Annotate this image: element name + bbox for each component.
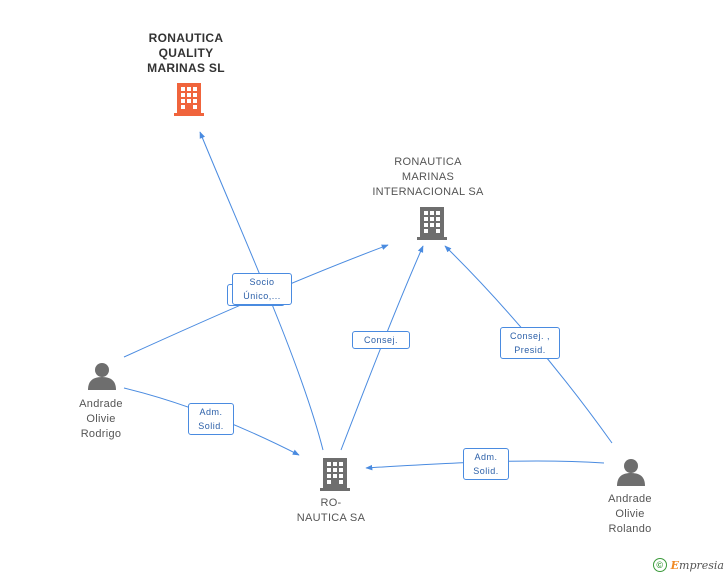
node-label-ronautica-internacional[interactable]: RONAUTICA MARINAS INTERNACIONAL SA (372, 156, 484, 198)
node-label-ronautica-quality[interactable]: RONAUTICA QUALITY MARINAS SL (147, 31, 225, 75)
node-label-ronautica-sa[interactable]: RO- NAUTICA SA (296, 497, 366, 524)
building-icon[interactable] (417, 207, 447, 240)
footer-brand: © Empresia (652, 558, 724, 572)
node-label-andrade-rolando[interactable]: Andrade Olivie Rolando (608, 493, 652, 535)
person-icon[interactable] (617, 459, 645, 486)
edge-label-consej-presid[interactable]: Consej. , Presid. (500, 327, 560, 359)
edge-label-socio-unico[interactable]: Socio Único,... (232, 273, 292, 305)
edge-label-adm-solid-rolando[interactable]: Adm. Solid. (463, 448, 509, 480)
edge-label-adm-solid-rodrigo[interactable]: Adm. Solid. (188, 403, 234, 435)
empresia-logo[interactable]: Empresia (670, 558, 724, 572)
building-icon[interactable] (320, 458, 350, 491)
copyright-icon: © (652, 558, 667, 572)
person-icon[interactable] (88, 363, 116, 390)
node-label-andrade-rodrigo[interactable]: Andrade Olivie Rodrigo (79, 398, 123, 440)
edge-label-consej[interactable]: Consej. (352, 331, 410, 349)
building-icon[interactable] (174, 83, 204, 116)
